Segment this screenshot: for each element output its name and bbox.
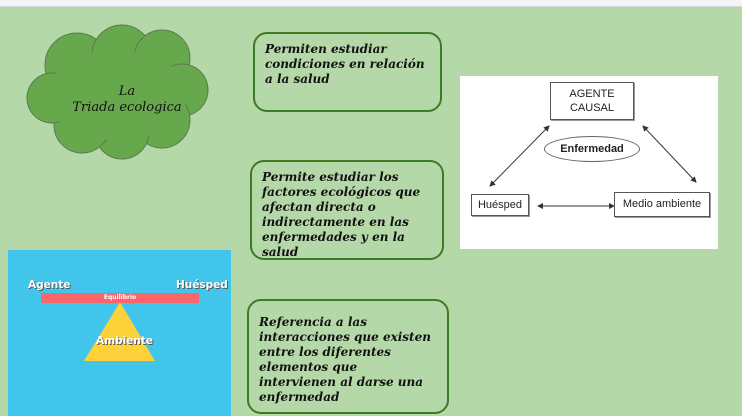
triad-diagram: AGENTE CAUSAL Enfermedad Huésped Medio a… bbox=[460, 76, 718, 249]
info-card-2: Permite estudiar los factores ecológicos… bbox=[250, 160, 444, 260]
balance-illustration: Agente Huésped Equilibrio Ambiente bbox=[8, 250, 231, 416]
title-line-2: Triada ecologica bbox=[72, 100, 182, 115]
arrow-agent-environment bbox=[642, 125, 697, 183]
arrow-agent-host bbox=[489, 125, 550, 187]
environment-label: Ambiente bbox=[96, 335, 153, 347]
title-line-1: La bbox=[118, 84, 136, 99]
cloud-shape bbox=[26, 24, 209, 160]
page-title: La Triada ecologica bbox=[62, 84, 192, 116]
fulcrum-triangle bbox=[84, 302, 155, 361]
host-label: Huésped bbox=[176, 279, 228, 291]
info-card-3: Referencia a las interacciones que exist… bbox=[247, 299, 449, 414]
diagram-arrows bbox=[489, 125, 697, 209]
info-card-1: Permiten estudiar condiciones en relació… bbox=[253, 32, 442, 112]
host-box: Huésped bbox=[471, 194, 529, 216]
environment-box: Medio ambiente bbox=[614, 192, 710, 217]
agent-causal-box: AGENTE CAUSAL bbox=[550, 82, 634, 120]
agent-line-2: CAUSAL bbox=[569, 102, 615, 114]
top-bar bbox=[0, 0, 742, 7]
agent-line-1: AGENTE bbox=[569, 88, 615, 100]
title-cloud: La Triada ecologica bbox=[22, 20, 212, 160]
disease-ellipse: Enfermedad bbox=[544, 136, 640, 162]
agent-label: Agente bbox=[28, 279, 71, 291]
equilibrium-beam: Equilibrio bbox=[41, 293, 199, 303]
